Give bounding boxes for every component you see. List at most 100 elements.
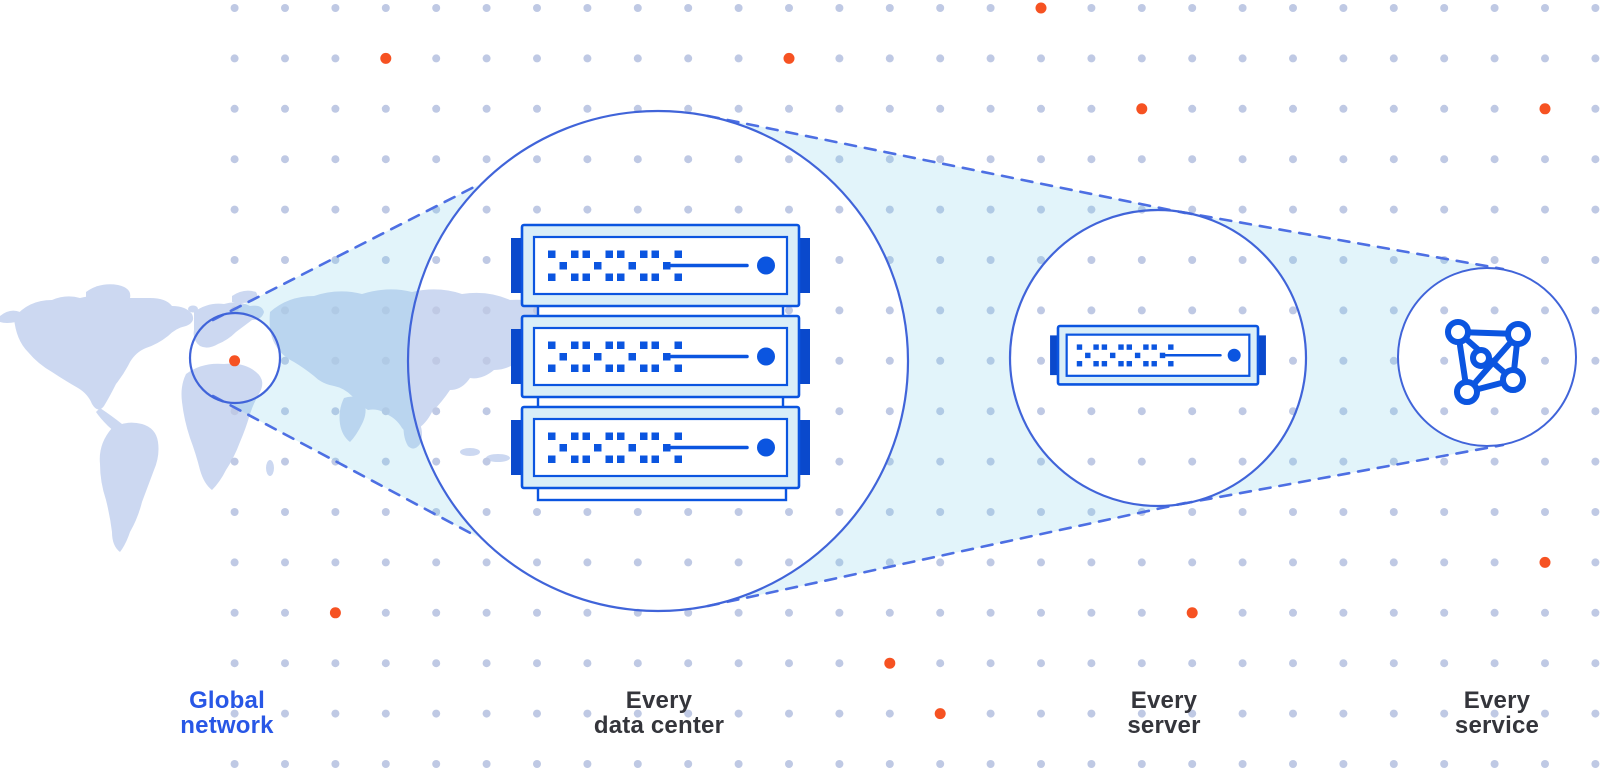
grid-dot (1339, 54, 1348, 63)
grid-dot (1137, 608, 1146, 617)
grid-dot (1591, 4, 1600, 12)
grid-dot (482, 104, 491, 113)
grid-dot (734, 508, 743, 516)
grid-dot (885, 205, 894, 214)
grid-dot (1389, 608, 1398, 617)
grid-dot (1289, 356, 1297, 365)
grid-dot (1238, 407, 1247, 416)
grid-dot (1137, 457, 1146, 466)
grid-dot (633, 4, 642, 12)
grid-dot (1289, 508, 1297, 516)
grid-dot (1087, 104, 1096, 113)
grid-dot (1188, 659, 1197, 668)
grid-dot (1188, 205, 1197, 214)
grid-dot (1490, 407, 1499, 416)
grid-dot (1238, 508, 1247, 516)
grid-dot (1087, 709, 1096, 718)
grid-dot (381, 760, 390, 768)
grid-dot (381, 608, 390, 617)
grid-dot (1238, 306, 1247, 315)
grid-dot (281, 256, 289, 264)
grid-dot (1440, 306, 1449, 315)
grid-dot (583, 54, 592, 63)
grid-dot (885, 558, 894, 567)
grid-dot (533, 709, 541, 718)
grid-dot (1440, 356, 1449, 365)
grid-dot (1440, 709, 1449, 718)
grid-dot (835, 407, 844, 416)
grid-dot (533, 155, 541, 164)
grid-dot (1440, 508, 1449, 516)
grid-dot (1490, 4, 1499, 12)
orange-dot (380, 52, 392, 64)
grid-dot (432, 4, 441, 12)
grid-dot (583, 205, 592, 214)
grid-dot (1389, 155, 1398, 164)
grid-dot (331, 356, 340, 365)
grid-dot (633, 709, 642, 718)
grid-dot (1289, 558, 1297, 567)
grid-dot (432, 760, 441, 768)
grid-dot (230, 205, 239, 214)
grid-dot (835, 608, 844, 617)
grid-dot (583, 760, 592, 768)
grid-dot (835, 659, 844, 668)
grid-dot (1389, 54, 1398, 63)
grid-dot (230, 155, 239, 164)
grid-dot (1037, 457, 1045, 466)
grid-dot (1541, 457, 1549, 466)
grid-dot (633, 508, 642, 516)
grid-dot (1137, 659, 1146, 668)
grid-dot (1389, 407, 1398, 416)
grid-dot (281, 659, 289, 668)
grid-dot (1137, 4, 1146, 12)
grid-dot (835, 256, 844, 264)
grid-dot (482, 558, 491, 567)
grid-dot (1087, 407, 1096, 416)
grid-dot (331, 54, 340, 63)
grid-dot (1490, 508, 1499, 516)
grid-dot (432, 407, 441, 416)
grid-dot (1188, 407, 1197, 416)
grid-dot (1188, 709, 1197, 718)
grid-dot (1440, 407, 1449, 416)
grid-dot (885, 508, 894, 516)
grid-dot (1339, 608, 1348, 617)
grid-dot (1541, 709, 1549, 718)
grid-dot (432, 356, 441, 365)
grid-dot (281, 54, 289, 63)
grid-dot (482, 760, 491, 768)
grid-dot (1289, 760, 1297, 768)
grid-dot (381, 457, 390, 466)
grid-dot (835, 54, 844, 63)
grid-dot (482, 608, 491, 617)
orange-dot (1539, 556, 1551, 568)
grid-dot (785, 760, 793, 768)
orange-dot (1136, 103, 1148, 115)
grid-dot (1591, 356, 1600, 365)
grid-dot (1238, 4, 1247, 12)
grid-dot (1188, 256, 1197, 264)
grid-dot (986, 508, 995, 516)
grid-dot (986, 760, 995, 768)
grid-dot (482, 508, 491, 516)
grid-dot (1087, 457, 1096, 466)
grid-dot (734, 709, 743, 718)
grid-dot (1188, 155, 1197, 164)
grid-dot (1188, 457, 1197, 466)
grid-dot (936, 306, 945, 315)
grid-dot (684, 155, 693, 164)
grid-dot (1238, 155, 1247, 164)
orange-dot (329, 607, 341, 619)
grid-dot (381, 508, 390, 516)
grid-dot (835, 457, 844, 466)
grid-dot (432, 457, 441, 466)
grid-dot (1490, 760, 1499, 768)
grid-dot (1490, 608, 1499, 617)
grid-dot (482, 256, 491, 264)
grid-dot (1087, 608, 1096, 617)
grid-dot (1541, 508, 1549, 516)
grid-dot (684, 54, 693, 63)
grid-dot (482, 205, 491, 214)
